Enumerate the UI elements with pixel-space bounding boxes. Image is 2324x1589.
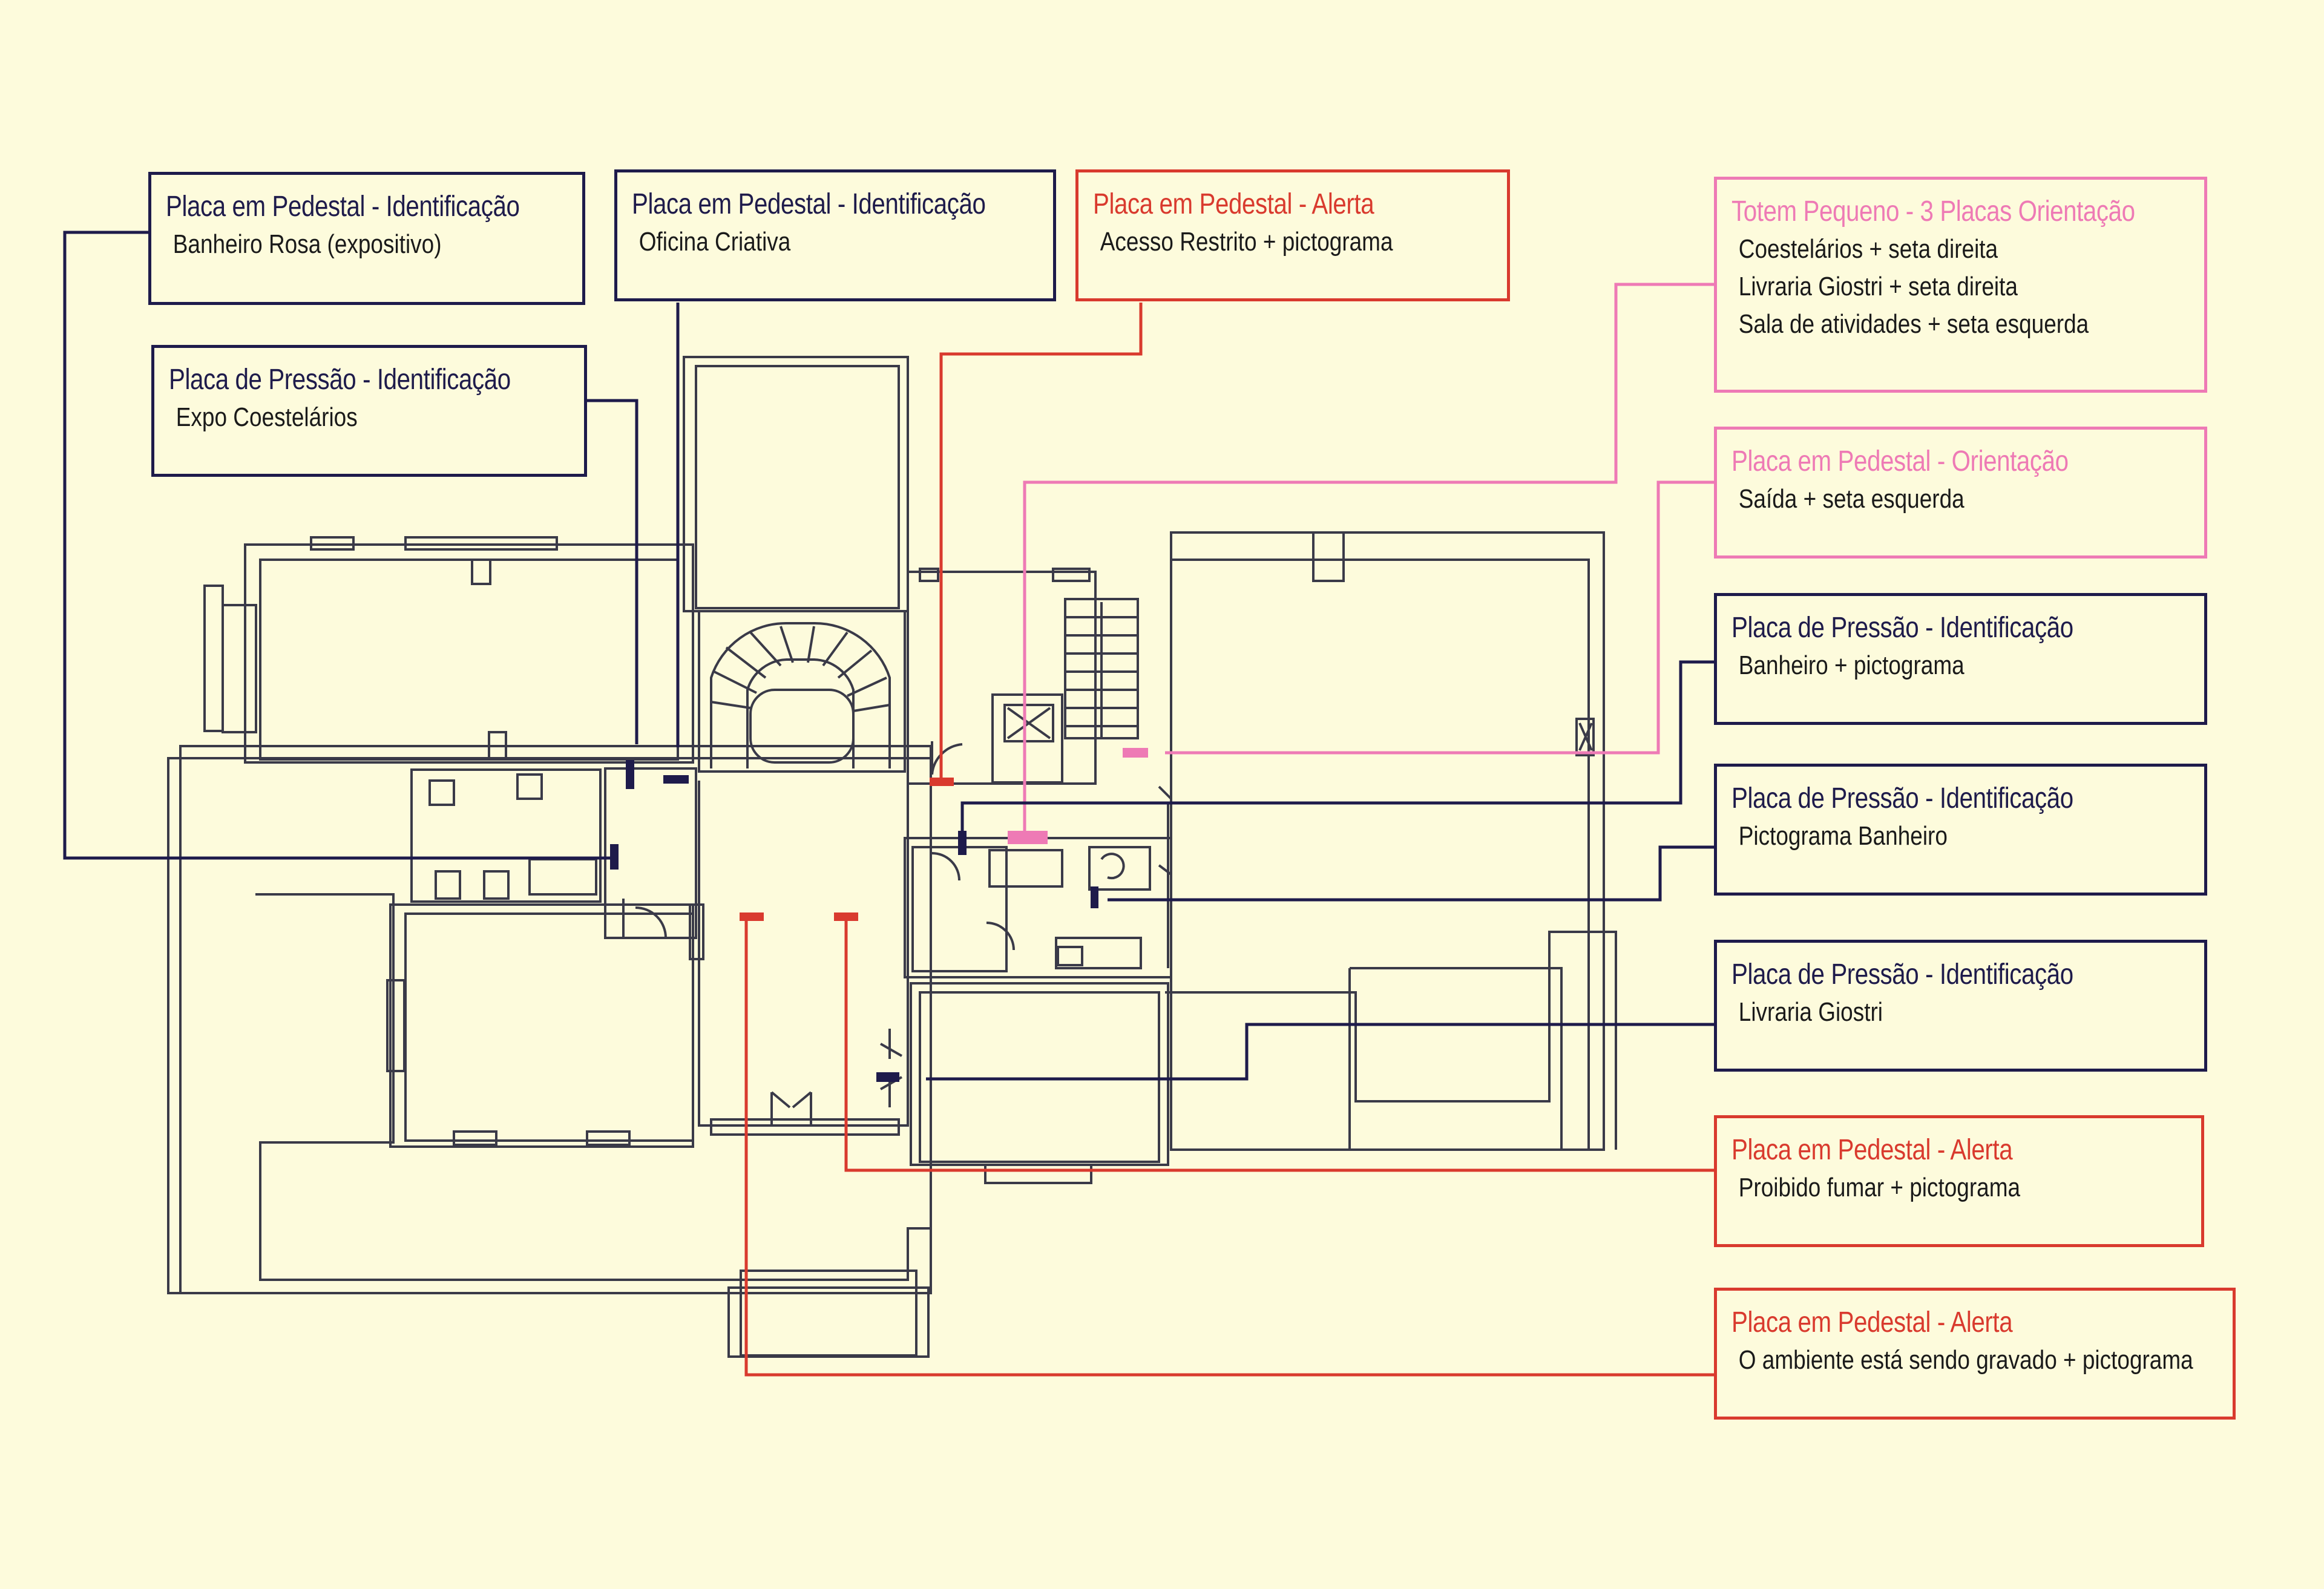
label-fumar: Placa em Pedestal - Alerta Proibido fuma… <box>1714 1115 2204 1247</box>
label-gravado: Placa em Pedestal - Alerta O ambiente es… <box>1714 1288 2236 1420</box>
label-line: Acesso Restrito + pictograma <box>1100 227 1393 257</box>
sign-marker-banheiro-rosa <box>610 844 619 870</box>
leader-totem <box>1023 283 1714 835</box>
label-oficina: Placa em Pedestal - Identificação Oficin… <box>614 169 1056 301</box>
label-title: Placa em Pedestal - Identificação <box>632 188 986 220</box>
label-title: Placa de Pressão - Identificação <box>169 364 511 396</box>
label-line: Banheiro + pictograma <box>1738 650 1965 680</box>
label-banheiro-rosa: Placa em Pedestal - Identificação Banhei… <box>148 172 585 305</box>
sign-marker-picto-banheiro <box>1091 886 1098 908</box>
label-title: Placa de Pressão - Identificação <box>1732 958 2073 991</box>
sign-marker-fumar <box>834 912 858 921</box>
label-line: Oficina Criativa <box>638 227 791 257</box>
label-line: Saída + seta esquerda <box>1738 484 1965 514</box>
label-line: Sala de atividades + seta esquerda <box>1738 309 2089 339</box>
label-acesso: Placa em Pedestal - Alerta Acesso Restri… <box>1075 169 1510 301</box>
leader-livraria <box>926 1023 1714 1081</box>
label-totem: Totem Pequeno - 3 Placas Orientação Coes… <box>1714 177 2207 393</box>
label-line: Pictograma Banheiro <box>1738 821 1948 851</box>
sign-markers <box>610 748 1148 1082</box>
sign-marker-banheiro <box>958 831 967 855</box>
sign-marker-saida <box>1123 748 1148 758</box>
label-saida: Placa em Pedestal - Orientação Saída + s… <box>1714 427 2207 559</box>
leader-acesso <box>939 303 1143 778</box>
label-title: Placa em Pedestal - Alerta <box>1732 1306 2013 1338</box>
leader-picto-banheiro <box>1108 845 1714 902</box>
sign-marker-totem <box>1008 831 1048 844</box>
sign-marker-expo <box>626 760 634 789</box>
label-title: Placa de Pressão - Identificação <box>1732 782 2073 814</box>
walls <box>167 356 1617 1358</box>
label-line: Banheiro Rosa (expositivo) <box>172 229 442 259</box>
leader-gravado <box>744 920 1714 1377</box>
sign-marker-gravado <box>740 912 764 921</box>
label-title: Placa de Pressão - Identificação <box>1732 612 2073 644</box>
label-livraria: Placa de Pressão - Identificação Livrari… <box>1714 940 2207 1072</box>
label-banheiro: Placa de Pressão - Identificação Banheir… <box>1714 593 2207 725</box>
leader-fumar <box>844 920 1714 1172</box>
sign-marker-oficina <box>663 775 689 784</box>
leader-banheiro-rosa <box>63 231 610 860</box>
callout-lines <box>63 231 1714 1377</box>
label-line: Coestelários + seta direita <box>1738 234 1998 264</box>
label-line: Livraria Giostri + seta direita <box>1738 272 2018 301</box>
label-title: Placa em Pedestal - Alerta <box>1732 1134 2013 1166</box>
sign-marker-acesso <box>930 778 954 786</box>
label-line: Livraria Giostri <box>1738 997 1883 1027</box>
sign-marker-livraria <box>876 1072 899 1082</box>
label-line: Proibido fumar + pictograma <box>1738 1173 2021 1202</box>
label-picto-banheiro: Placa de Pressão - Identificação Pictogr… <box>1714 764 2207 896</box>
label-title: Placa em Pedestal - Orientação <box>1732 445 2069 477</box>
label-title: Placa em Pedestal - Identificação <box>166 191 520 223</box>
leader-banheiro <box>960 660 1714 847</box>
label-title: Totem Pequeno - 3 Placas Orientação <box>1732 195 2135 228</box>
label-line: O ambiente está sendo gravado + pictogra… <box>1738 1345 2193 1375</box>
label-line: Expo Coestelários <box>176 402 358 432</box>
leader-saida <box>1165 480 1714 755</box>
leader-expo <box>587 399 638 744</box>
label-title: Placa em Pedestal - Alerta <box>1093 188 1374 220</box>
label-expo: Placa de Pressão - Identificação Expo Co… <box>151 345 587 477</box>
